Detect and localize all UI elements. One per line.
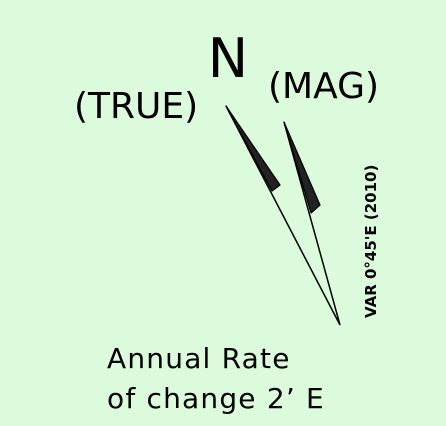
true-north-line: [225, 105, 341, 326]
true-north-arrow: [225, 105, 341, 326]
annual-rate-line2: of change 2’ E: [107, 382, 325, 415]
true-north-label: (TRUE): [74, 86, 198, 127]
true-north-arrowhead: [225, 105, 281, 192]
annual-rate-line1: Annual Rate: [107, 342, 291, 375]
variation-label: VAR 0°45'E (2010): [362, 165, 380, 318]
magnetic-north-arrowhead: [283, 121, 321, 214]
magnetic-north-arrow: [283, 121, 341, 326]
magnetic-north-label: (MAG): [268, 66, 379, 107]
north-label: N: [208, 27, 248, 90]
magnetic-north-line: [283, 121, 341, 326]
